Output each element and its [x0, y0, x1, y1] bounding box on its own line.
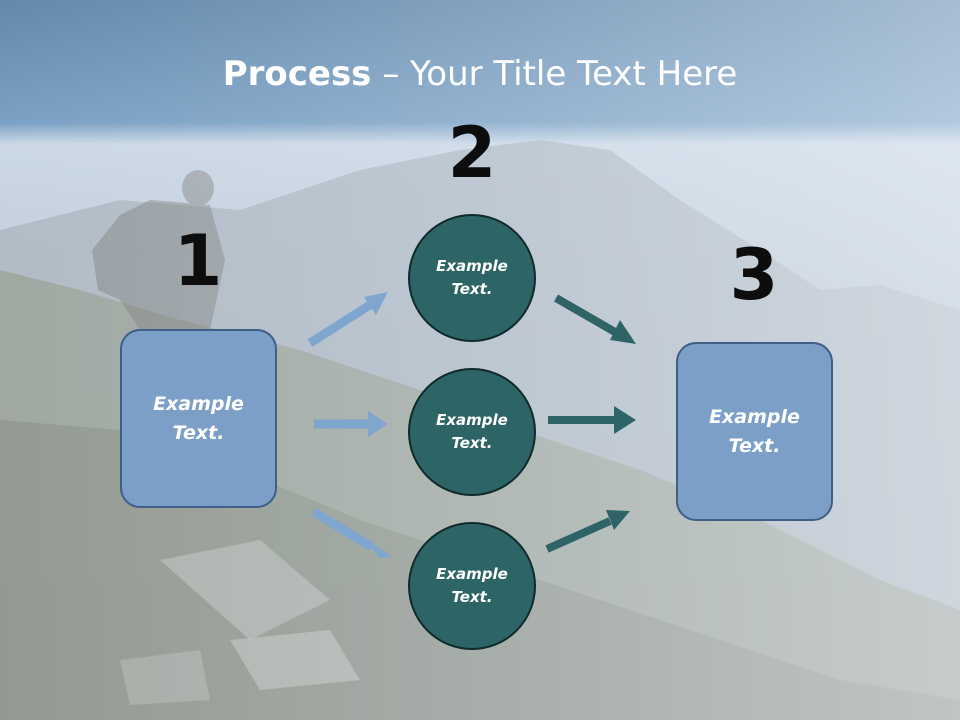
- step-number-3: 3: [729, 234, 779, 316]
- step-2-circle-top: Example Text.: [408, 214, 536, 342]
- step-2-circle-middle: Example Text.: [408, 368, 536, 496]
- title-rest: – Your Title Text Here: [371, 54, 738, 94]
- step-number-1: 1: [173, 220, 223, 302]
- step-number-2: 2: [447, 112, 497, 194]
- step-2-circle-bottom: Example Text.: [408, 522, 536, 650]
- step-3-box: Example Text.: [676, 342, 833, 521]
- step-1-box: Example Text.: [120, 329, 277, 508]
- slide-title: Process – Your Title Text Here: [0, 50, 960, 98]
- title-bold: Process: [222, 54, 372, 94]
